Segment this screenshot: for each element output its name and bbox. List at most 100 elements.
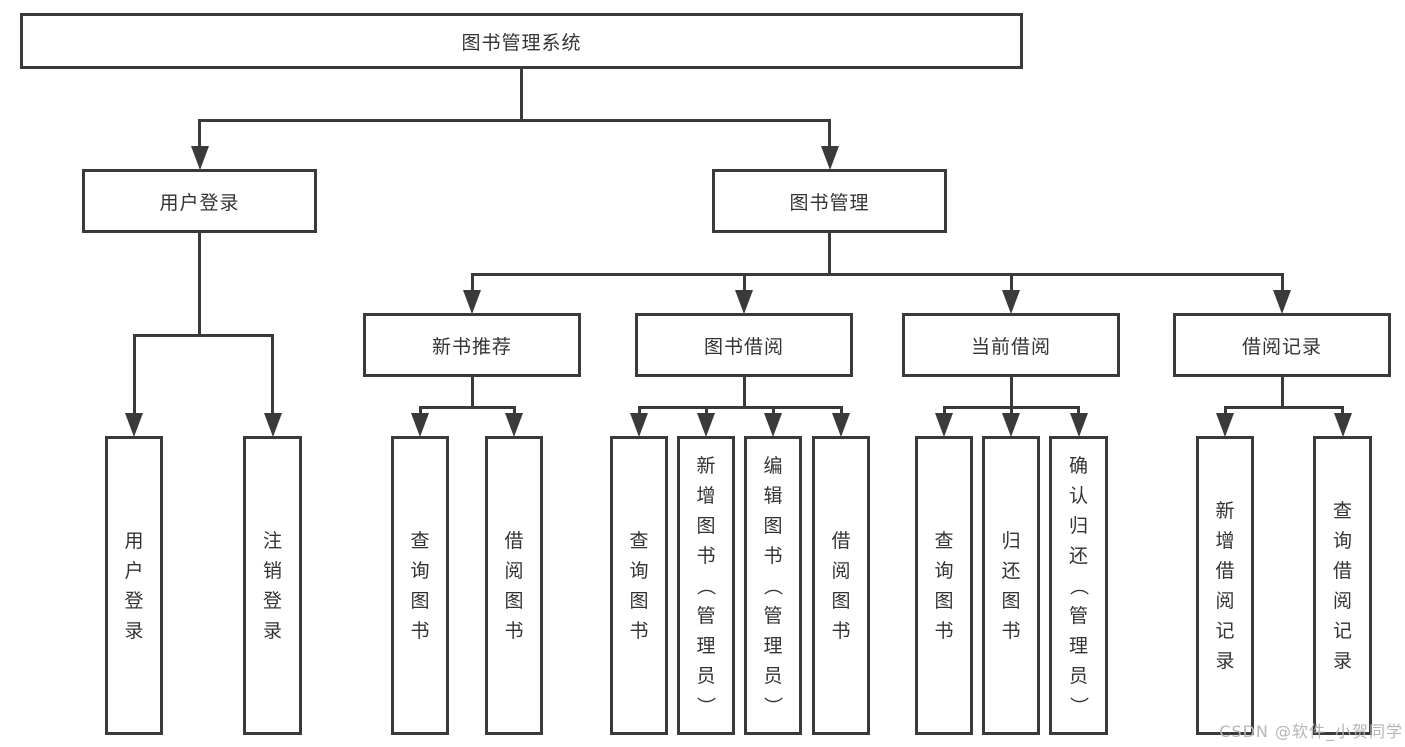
node-label-char: 记 [1215,619,1235,642]
connector-arrowhead [832,413,850,437]
node-user-login: 用户登录 [82,169,317,233]
node-root: 图书管理系统 [20,13,1023,69]
node-label-char: 理 [696,634,716,657]
connector-line [1280,377,1284,409]
connector-arrowhead [125,413,143,437]
connector-line [418,406,516,409]
watermark: CSDN @软件_小贺同学 [1219,722,1403,741]
node-leaf-logout: 注销登录 [243,436,302,735]
node-label-char: 询 [629,559,649,582]
connector-line [520,69,523,122]
node-label-char: 管 [1068,604,1088,627]
node-leaf-query-book-1: 查询图书 [391,436,449,735]
node-label-char: 询 [410,559,430,582]
connector-arrowhead [1333,413,1352,437]
node-label-char: 理 [1068,634,1088,657]
connector-line [828,119,831,147]
node-label-char: 书 [629,619,649,642]
node-label-char: 新 [1215,499,1235,522]
node-label-char: 认 [1068,484,1088,507]
node-leaf-add-record: 新增借阅记录 [1196,436,1254,735]
connector-line [637,406,641,414]
node-label-char: 阅 [504,559,524,582]
connector-arrowhead [820,146,839,170]
node-label-char: （ [1067,575,1090,596]
connector-line [1223,406,1227,414]
node-label-char: 归 [1068,514,1088,537]
node-label-char: 录 [1332,649,1352,672]
node-label-char: 归 [1001,529,1021,552]
node-label-char: 图 [629,589,649,612]
connector-line [828,233,831,276]
connector-arrowhead [697,413,715,437]
node-label-char: 图 [504,589,524,612]
node-label-char: 新 [696,454,716,477]
node-label-char: 阅 [831,559,851,582]
connector-line [470,377,474,409]
node-label-char: 销 [262,559,282,582]
connector-line [198,119,201,147]
node-label: 图书借阅 [703,335,784,358]
node-label-char: 询 [934,559,954,582]
node-leaf-borrow-book-2: 借阅图书 [812,436,870,735]
connector-line [512,406,516,414]
node-label-char: 增 [696,484,716,507]
connector-arrowhead [630,413,648,437]
node-new-book-recommend: 新书推荐 [363,313,581,377]
node-label-char: 图 [763,514,783,537]
node-label-char: 员 [763,664,783,687]
connector-line [198,233,201,337]
connector-line [132,334,136,414]
node-borrow-records: 借阅记录 [1173,313,1391,377]
node-label-char: 查 [410,529,430,552]
node-label-char: 书 [504,619,524,642]
node-label-char: 询 [1332,529,1352,552]
node-label-char: 登 [262,589,282,612]
connector-arrowhead [263,413,282,437]
node-label-char: 录 [124,619,144,642]
connector-line [198,119,831,122]
node-label-char: 查 [1332,499,1352,522]
node-label-char: （ [761,575,784,596]
node-label-char: 还 [1001,559,1021,582]
connector-line [1077,406,1080,414]
node-leaf-return-book: 归还图书 [982,436,1040,735]
node-label-char: 借 [1332,559,1352,582]
node-label: 用户登录 [159,191,240,214]
connector-arrowhead [505,413,523,437]
node-label-char: 理 [763,634,783,657]
node-label-char: 录 [262,619,282,642]
node-label-char: 员 [696,664,716,687]
node-label-char: 注 [262,529,282,552]
connector-line [742,273,746,291]
connector-arrowhead [764,413,782,437]
node-label-char: 增 [1215,529,1235,552]
connector-line [132,334,274,337]
node-label-char: 图 [934,589,954,612]
node-label: 当前借阅 [970,335,1051,358]
connector-line [704,406,708,414]
connector-line [942,406,946,414]
node-label-char: ） [694,695,717,716]
connector-line [839,406,843,414]
node-label-char: 书 [696,544,716,567]
node-label-char: 录 [1215,649,1235,672]
node-label-char: 用 [124,529,144,552]
node-leaf-query-book-2: 查询图书 [610,436,668,735]
connector-line [637,406,843,409]
node-leaf-borrow-book-1: 借阅图书 [485,436,543,735]
node-label-char: 书 [934,619,954,642]
node-label-char: 户 [124,559,144,582]
node-label-char: 图 [831,589,851,612]
node-label: 图书管理 [789,191,870,214]
connector-arrowhead [935,413,953,437]
connector-line [271,334,274,414]
connector-line [1009,273,1013,291]
node-label-char: 借 [504,529,524,552]
node-label-char: 阅 [1215,589,1235,612]
node-label-char: 还 [1068,544,1088,567]
node-label-char: 管 [696,604,716,627]
connector-arrowhead [463,290,481,314]
node-leaf-add-book: 新增图书（管理员） [677,436,735,735]
node-leaf-confirm-return: 确认归还（管理员） [1049,436,1108,735]
